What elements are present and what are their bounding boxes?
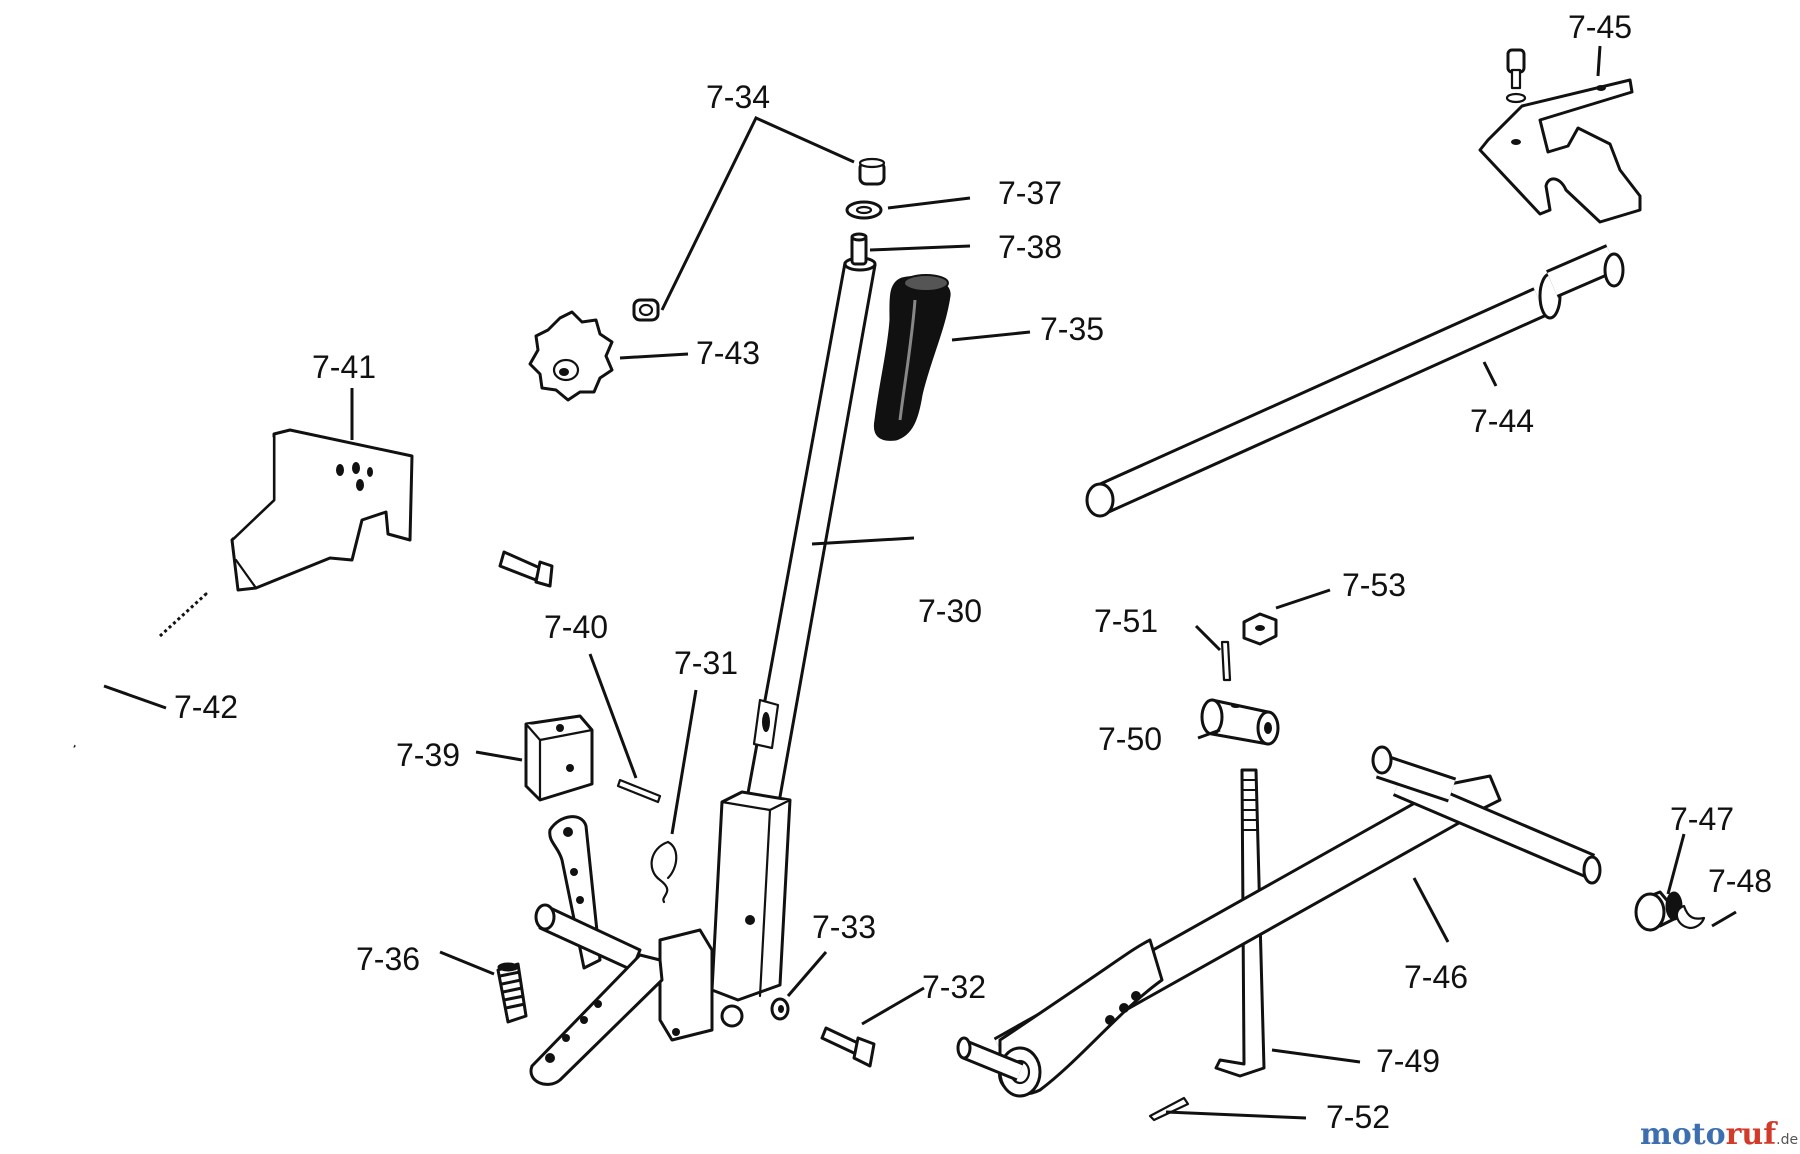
- hairpin-cotter: [650, 840, 678, 904]
- lock-nut: [1242, 612, 1278, 646]
- swivel-block: [1200, 698, 1280, 746]
- label-7-35: 7-35: [1040, 311, 1104, 347]
- grip-handle: [873, 274, 951, 441]
- label-7-46: 7-46: [1404, 959, 1468, 995]
- straight-pin: [616, 778, 662, 804]
- mounting-bracket: [230, 428, 414, 592]
- cap-nut-upper: [858, 157, 886, 186]
- label-7-36: 7-36: [356, 941, 420, 977]
- watermark-suffix: .de: [1776, 1132, 1798, 1148]
- label-7-51: 7-51: [1094, 603, 1158, 639]
- label-7-45: 7-45: [1568, 9, 1632, 45]
- label-7-49: 7-49: [1376, 1043, 1440, 1079]
- leader-lines: [103, 45, 1737, 1120]
- label-7-48: 7-48: [1708, 863, 1772, 899]
- watermark-brand-part2: ruf: [1726, 1117, 1779, 1152]
- curved-rod: [1085, 244, 1625, 518]
- retaining-ring: [1675, 904, 1706, 930]
- l-rod: [62, 592, 208, 749]
- star-knob: [528, 310, 614, 402]
- label-7-32: 7-32: [922, 969, 986, 1005]
- label-7-38: 7-38: [998, 229, 1062, 265]
- label-7-33: 7-33: [812, 909, 876, 945]
- watermark-brand-part1: moto: [1640, 1117, 1726, 1152]
- roll-pin: [1220, 640, 1232, 682]
- washer-top: [845, 200, 883, 220]
- hex-bolt-lower: [820, 1026, 876, 1068]
- part-labels: 7-30 7-31 7-32 7-33 7-34 7-35 7-36 7-37 …: [174, 9, 1772, 1135]
- clamp-bolt: [1505, 48, 1527, 104]
- adjusting-rod: [1214, 768, 1266, 1078]
- lift-arm-lower: [529, 953, 664, 1086]
- label-7-53: 7-53: [1342, 567, 1406, 603]
- label-7-50: 7-50: [1098, 721, 1162, 757]
- rockshaft: [956, 745, 1602, 1098]
- lever-housing: [658, 790, 792, 1042]
- pivot-block: [524, 714, 594, 802]
- watermark-logo: motoruf.de: [1640, 1117, 1798, 1152]
- svg-text:motoruf.de: motoruf.de: [1640, 1117, 1798, 1152]
- label-7-43: 7-43: [696, 335, 760, 371]
- label-7-37: 7-37: [998, 175, 1062, 211]
- label-7-47: 7-47: [1670, 801, 1734, 837]
- label-7-39: 7-39: [396, 737, 460, 773]
- lift-lever-tube: [744, 256, 877, 810]
- label-7-31: 7-31: [674, 645, 738, 681]
- label-7-44: 7-44: [1470, 403, 1534, 439]
- bushing: [1634, 890, 1683, 932]
- hex-bolt-bracket: [498, 550, 554, 588]
- cotter-pin: [1148, 1096, 1190, 1122]
- label-7-40: 7-40: [544, 609, 608, 645]
- label-7-52: 7-52: [1326, 1099, 1390, 1135]
- small-washer: [770, 997, 790, 1021]
- label-7-30: 7-30: [918, 593, 982, 629]
- label-7-41: 7-41: [312, 349, 376, 385]
- label-7-42: 7-42: [174, 689, 238, 725]
- cap-nut-lower: [632, 298, 660, 322]
- clamp-bracket: [1478, 78, 1642, 224]
- lever-top-pin: [850, 232, 868, 266]
- compression-spring: [496, 962, 528, 1024]
- label-7-34: 7-34: [706, 79, 770, 115]
